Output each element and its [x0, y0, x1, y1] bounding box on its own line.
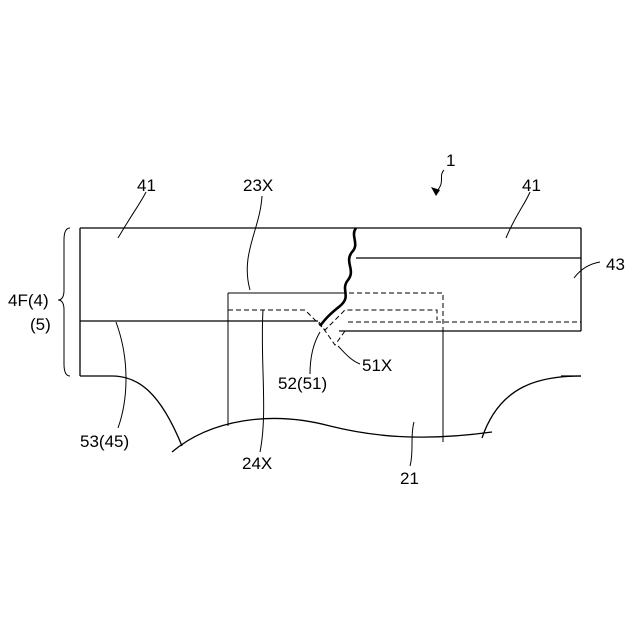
- leader-24x: [260, 310, 264, 452]
- label-ref-41-right: 41: [522, 176, 541, 195]
- wavy-cut-line: [320, 228, 356, 326]
- leader-1-arrow: [436, 170, 444, 192]
- label-ref-52: 52(51): [278, 374, 327, 393]
- right-leg-opening: [482, 376, 581, 438]
- label-ref-21: 21: [400, 469, 419, 488]
- thickness-brace: [58, 228, 70, 376]
- label-ref-53: 53(45): [80, 432, 129, 451]
- leader-41-left: [118, 192, 146, 238]
- label-ref-41-left: 41: [137, 176, 156, 195]
- leader-41-right: [506, 192, 530, 238]
- dashed-box-top: [341, 293, 443, 331]
- label-ref-1: 1: [446, 151, 455, 170]
- dashed-51x-notch: [319, 322, 345, 345]
- label-ref-4f: 4F(4): [8, 291, 49, 310]
- leader-52: [310, 332, 320, 374]
- label-ref-5: (5): [30, 315, 51, 334]
- absorbent-body-bottom-curve: [172, 418, 492, 452]
- label-ref-23x: 23X: [243, 176, 273, 195]
- label-ref-43: 43: [606, 255, 625, 274]
- leader-51x: [338, 346, 360, 364]
- leader-21: [410, 422, 414, 466]
- leader-53: [116, 322, 126, 428]
- label-ref-24x: 24X: [242, 454, 272, 473]
- label-ref-51x: 51X: [362, 356, 392, 375]
- leader-23x: [247, 196, 262, 290]
- leader-43: [574, 262, 600, 278]
